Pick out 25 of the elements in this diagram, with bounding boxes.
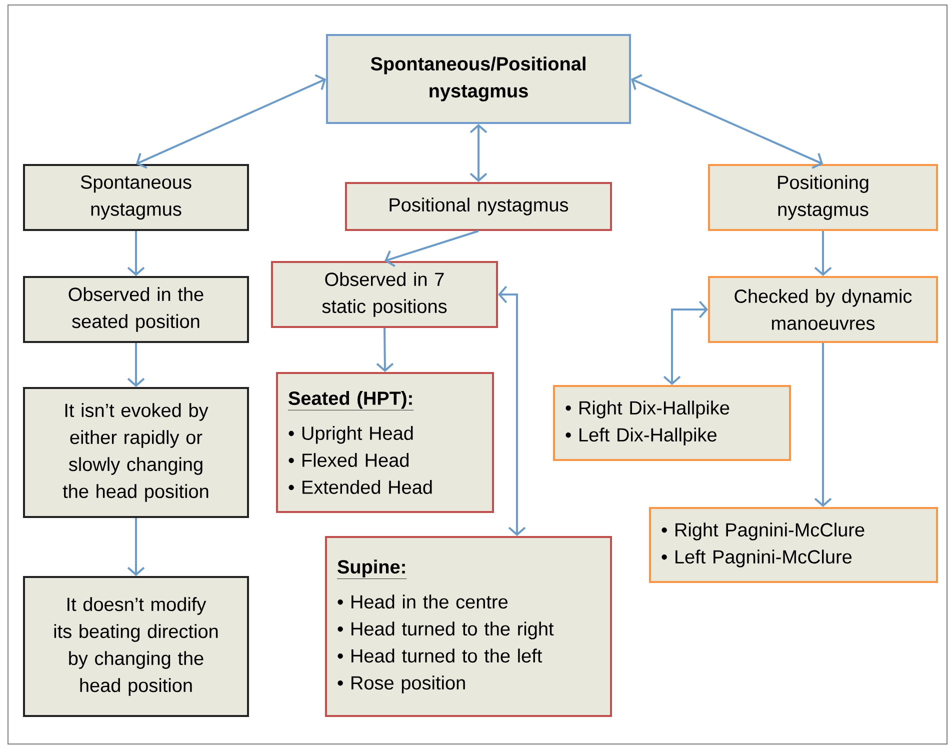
arrow <box>127 231 145 276</box>
list-box: Supine: • Head in the centre • Head turned to the right • Head turned to the left • Rose position <box>325 536 612 717</box>
arrow <box>376 328 394 372</box>
arrow <box>814 343 832 507</box>
process-box: It doesn’t modify its beating direction by changing the head position <box>23 576 249 717</box>
arrow <box>814 231 832 276</box>
process-box: Spontaneous/Positional nystagmus <box>326 34 631 124</box>
list-box: Seated (HPT): • Upright Head • Flexed Head • Extended Head <box>276 372 494 513</box>
arrow <box>136 74 326 169</box>
arrow <box>498 286 526 536</box>
arrow <box>470 124 488 182</box>
list-box: • Right Pagnini-McClure • Left Pagnini-McClure <box>649 507 938 583</box>
process-box: Observed in 7 static positions <box>271 261 498 328</box>
arrow <box>127 343 145 387</box>
process-box: Spontaneous nystagmus <box>23 164 249 231</box>
arrow <box>127 518 145 576</box>
list-box: • Right Dix-Hallpike • Left Dix-Hallpike <box>553 385 791 461</box>
process-box: It isn’t evoked by either rapidly or slowly changing the head position <box>23 387 249 518</box>
arrow <box>631 74 824 169</box>
process-box: Checked by dynamic manoeuvres <box>708 276 938 343</box>
process-box: Observed in the seated position <box>23 276 249 343</box>
process-box: Positional nystagmus <box>345 182 612 231</box>
process-box: Positioning nystagmus <box>708 164 938 231</box>
arrow <box>384 230 479 267</box>
arrow <box>663 300 708 385</box>
